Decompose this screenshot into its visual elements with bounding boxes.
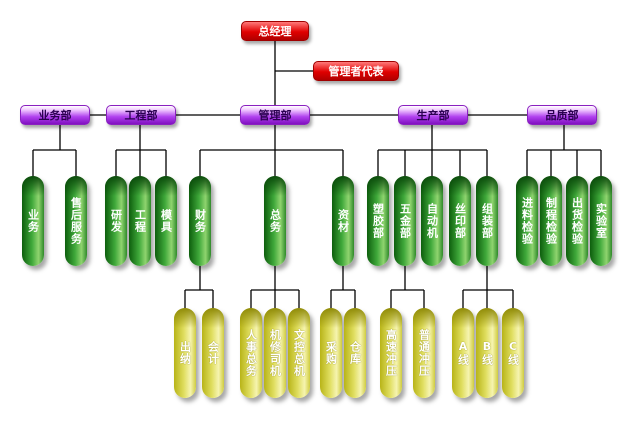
unit-laboratory: 实验室	[590, 176, 612, 266]
unit-label: 研发	[109, 209, 123, 233]
unit-process-inspection: 制程检验	[540, 176, 562, 266]
subunit-cashier: 出纳	[174, 308, 196, 398]
unit-label: 组装部	[480, 203, 494, 239]
unit-business: 业务	[22, 176, 44, 266]
unit-after-sales: 售后服务	[65, 176, 87, 266]
unit-engineering: 工程	[129, 176, 151, 266]
dept-business: 业务部	[20, 105, 90, 125]
management-representative-label: 管理者代表	[328, 65, 384, 78]
dept-engineering: 工程部	[106, 105, 176, 125]
subunit-purchasing: 采购	[320, 308, 342, 398]
dept-business-label: 业务部	[38, 109, 72, 122]
dept-production: 生产部	[398, 105, 468, 125]
unit-shipping-inspection: 出货检验	[566, 176, 588, 266]
subunit-label: 机修司机	[268, 329, 282, 377]
unit-incoming-inspection: 进料检验	[516, 176, 538, 266]
unit-auto-machine: 自动机	[421, 176, 443, 266]
unit-materials: 资材	[332, 176, 354, 266]
subunit-label: 仓库	[348, 341, 362, 365]
subunit-label: 会计	[206, 341, 220, 365]
unit-label: 资材	[336, 209, 350, 233]
subunit-label: 人事总务	[244, 329, 258, 377]
subunit-accounting: 会计	[202, 308, 224, 398]
subunit-line-b: B线	[476, 308, 498, 398]
unit-hardware: 五金部	[394, 176, 416, 266]
dept-management-label: 管理部	[258, 109, 292, 122]
unit-assembly: 组装部	[476, 176, 498, 266]
subunit-label: C线	[506, 340, 520, 366]
unit-label: 塑胶部	[371, 203, 385, 239]
unit-label: 出货检验	[570, 197, 584, 245]
unit-label: 进料检验	[520, 197, 534, 245]
dept-production-label: 生产部	[416, 109, 450, 122]
unit-label: 实验室	[594, 203, 608, 239]
dept-engineering-label: 工程部	[124, 109, 158, 122]
management-representative-box: 管理者代表	[313, 61, 399, 81]
subunit-label: A线	[456, 340, 470, 366]
unit-general-affairs: 总务	[264, 176, 286, 266]
subunit-doc-control: 文控总机	[288, 308, 310, 398]
unit-mold: 模具	[155, 176, 177, 266]
subunit-hr-admin: 人事总务	[240, 308, 262, 398]
unit-label: 五金部	[398, 203, 412, 239]
subunit-normal-stamping: 普通冲压	[413, 308, 435, 398]
dept-quality-label: 品质部	[545, 109, 579, 122]
unit-label: 自动机	[425, 203, 439, 239]
subunit-line-a: A线	[452, 308, 474, 398]
unit-label: 制程检验	[544, 197, 558, 245]
unit-label: 业务	[26, 209, 40, 233]
unit-label: 售后服务	[69, 197, 83, 245]
unit-label: 模具	[159, 209, 173, 233]
unit-label: 工程	[133, 209, 147, 233]
subunit-label: B线	[480, 340, 494, 366]
unit-silkscreen: 丝印部	[449, 176, 471, 266]
dept-quality: 品质部	[527, 105, 597, 125]
subunit-label: 采购	[324, 341, 338, 365]
unit-label: 丝印部	[453, 203, 467, 239]
subunit-maintenance-driver: 机修司机	[264, 308, 286, 398]
subunit-warehouse: 仓库	[344, 308, 366, 398]
unit-rnd: 研发	[105, 176, 127, 266]
subunit-label: 出纳	[178, 341, 192, 365]
unit-label: 财务	[193, 209, 207, 233]
subunit-label: 普通冲压	[417, 329, 431, 377]
subunit-line-c: C线	[502, 308, 524, 398]
unit-plastic: 塑胶部	[367, 176, 389, 266]
subunit-label: 文控总机	[292, 329, 306, 377]
general-manager-label: 总经理	[258, 25, 292, 38]
unit-finance: 财务	[189, 176, 211, 266]
unit-label: 总务	[268, 209, 282, 233]
general-manager-box: 总经理	[241, 21, 309, 41]
subunit-high-speed-stamping: 高速冲压	[380, 308, 402, 398]
subunit-label: 高速冲压	[384, 329, 398, 377]
dept-management: 管理部	[240, 105, 310, 125]
